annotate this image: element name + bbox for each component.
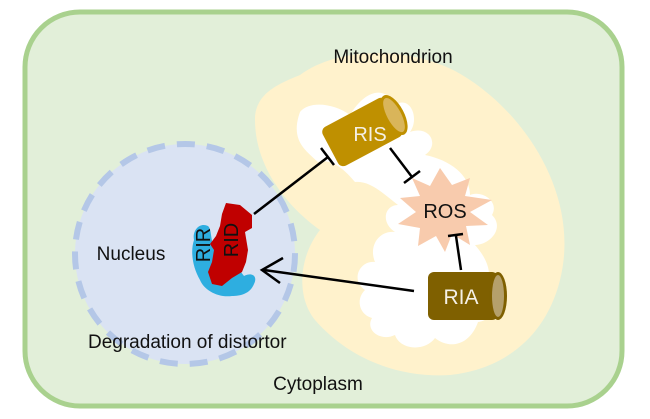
cytoplasm-label: Cytoplasm (273, 374, 363, 395)
edge-ris-rid (253, 156, 329, 215)
ria-cylinder (428, 272, 507, 320)
rir-label: RIR (193, 228, 215, 262)
annotation-degradation: Degradation of distortor (88, 332, 287, 353)
ria-label: RIA (443, 286, 478, 309)
rid-shape (208, 203, 252, 286)
edge-ris-ros (389, 147, 413, 178)
edge-ria-ros-bar (447, 232, 464, 238)
ris-cylinder (322, 95, 408, 167)
ros-label: ROS (423, 201, 466, 223)
edge-ria-rid-arrowhead (259, 256, 284, 285)
nucleus-region (72, 141, 298, 367)
edge-ria-rid (263, 268, 415, 293)
edge-ris-ros-bar (403, 170, 421, 184)
edge-ria-ros (454, 235, 463, 271)
ris-label: RIS (353, 124, 386, 146)
nucleus-label: Nucleus (97, 244, 166, 265)
rid-label: RID (221, 223, 243, 257)
edge-ris-rid-bar (320, 147, 335, 166)
mitochondrion-label: Mitochondrion (333, 47, 452, 68)
ros-starburst (398, 168, 492, 252)
